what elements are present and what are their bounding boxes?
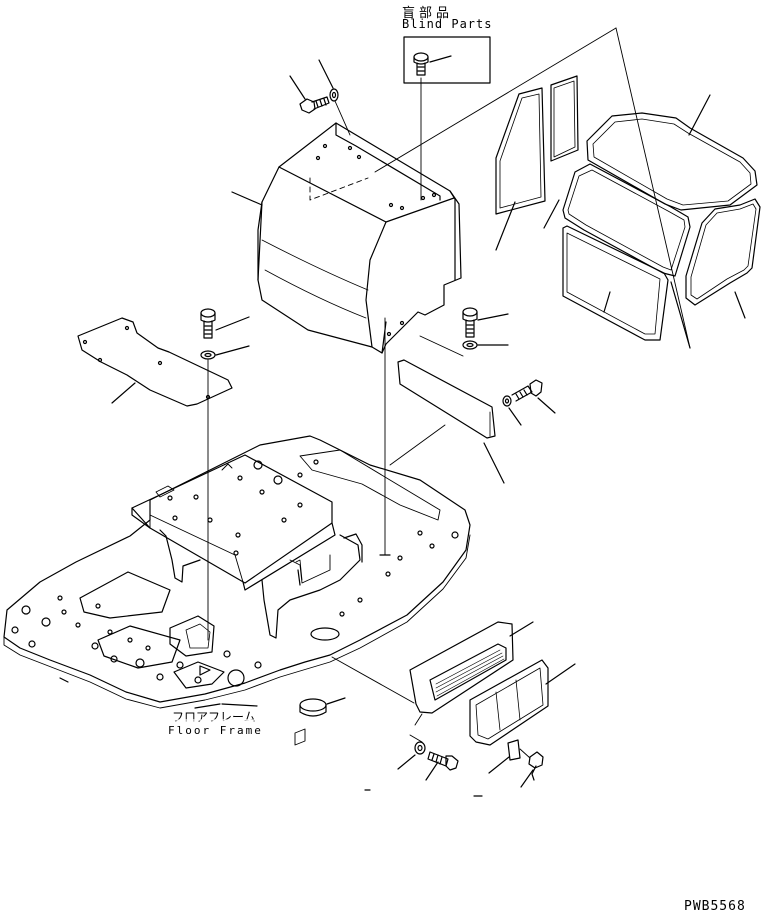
- drawing-code: PWB5568: [684, 899, 746, 914]
- clip-screw: [488, 739, 544, 788]
- top-bolt-washer: [289, 59, 351, 136]
- cover-part: [231, 122, 462, 354]
- vent-grille: [331, 621, 534, 726]
- cap-part: [299, 697, 346, 717]
- bolt-washer-right: [419, 307, 509, 357]
- floor-frame: [3, 317, 471, 746]
- right-cover-plate: [389, 359, 505, 484]
- bottom-bolt-washer: [397, 734, 459, 781]
- left-cover-plate: [77, 317, 233, 407]
- bolt-washer-mid-right: [502, 379, 556, 426]
- floor-frame-label-en: Floor Frame: [168, 724, 263, 737]
- filter-part: [469, 659, 576, 746]
- bolt-washer-left: [200, 308, 250, 641]
- blind-parts-box: [403, 36, 491, 201]
- blind-parts-label-en: Blind Parts: [402, 17, 493, 31]
- window-glass-set: [374, 27, 761, 349]
- blind-parts-label-jp: 盲部品: [402, 6, 454, 21]
